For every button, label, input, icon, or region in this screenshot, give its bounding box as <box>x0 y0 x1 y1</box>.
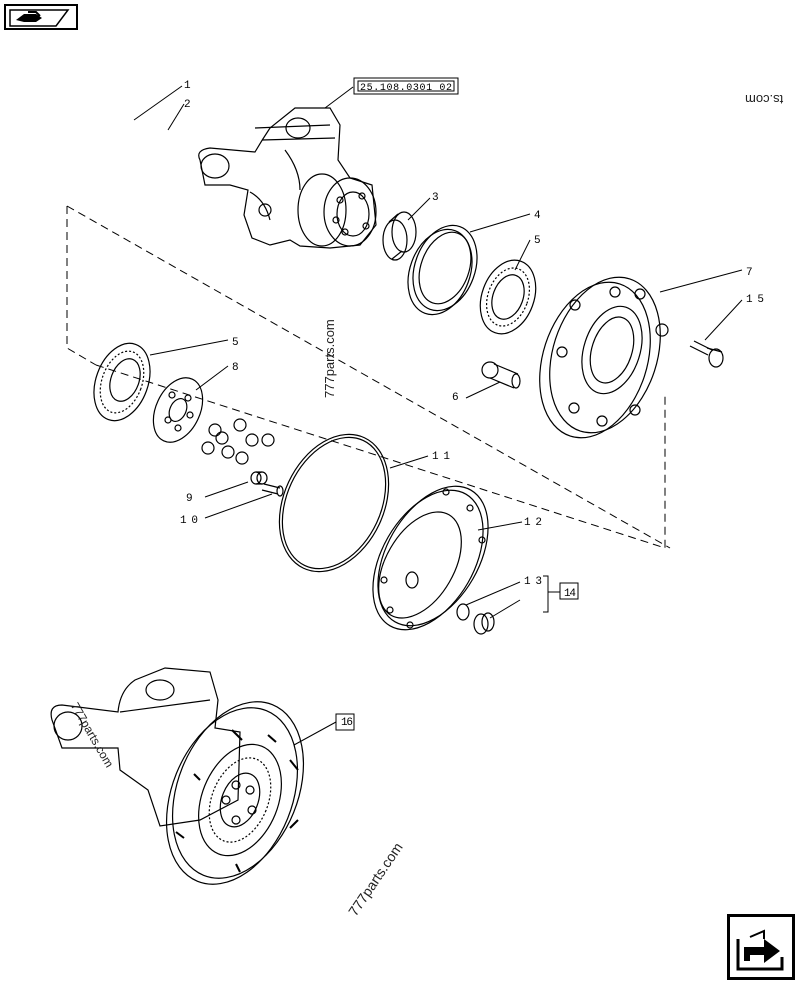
callout-9: 9 <box>186 493 193 505</box>
callout-14: 14 <box>564 588 576 600</box>
part-10-screw <box>261 483 284 497</box>
nut-cluster <box>201 418 275 465</box>
steering-knuckle-assembly-lower <box>50 667 305 885</box>
callout-16: 16 <box>341 717 353 729</box>
previous-page-button[interactable] <box>4 4 78 30</box>
watermark-text: 777parts.com <box>322 319 337 398</box>
callout-labels: 1 2 3 4 5 5 6 7 8 9 10 11 12 13 14 15 16 <box>180 80 764 729</box>
steering-knuckle-upper <box>198 107 377 249</box>
part-11-o-ring <box>278 433 390 573</box>
callout-11: 11 <box>432 451 450 463</box>
callout-5b: 5 <box>232 337 239 349</box>
reference-label[interactable]: 25.108.0301 02 <box>360 83 452 94</box>
callout-7: 7 <box>746 267 753 279</box>
part-5-bearing-lower <box>93 342 151 422</box>
callout-2: 2 <box>184 99 191 111</box>
callout-leader-lines <box>133 85 743 746</box>
part-7-hub <box>539 276 669 439</box>
reference-boxes <box>335 77 579 731</box>
callout-6: 6 <box>452 392 459 404</box>
watermark-text: ts.com <box>745 92 784 107</box>
part-12-cover <box>372 485 489 631</box>
callout-3: 3 <box>432 192 439 204</box>
book-page-back-icon <box>9 9 70 27</box>
part-9-bushing <box>250 471 268 485</box>
callout-8: 8 <box>232 362 239 374</box>
part-15-bolt <box>689 340 724 368</box>
part-13-seal-plug <box>456 603 495 635</box>
arrow-next-page-icon <box>736 929 784 971</box>
part-3-bushing <box>382 211 417 261</box>
dashed-group-outline <box>66 205 671 549</box>
callout-5a: 5 <box>534 235 541 247</box>
callout-13: 13 <box>524 576 542 588</box>
callout-4: 4 <box>534 210 541 222</box>
callout-15: 15 <box>746 294 764 306</box>
part-6-stud <box>481 361 521 389</box>
part-8-washer <box>152 377 204 443</box>
callout-10: 10 <box>180 515 198 527</box>
part-5-bearing-upper <box>479 259 537 335</box>
callout-1: 1 <box>184 80 191 92</box>
next-page-button[interactable] <box>727 914 795 980</box>
callout-12: 12 <box>524 517 542 529</box>
part-4-seal <box>407 224 478 316</box>
